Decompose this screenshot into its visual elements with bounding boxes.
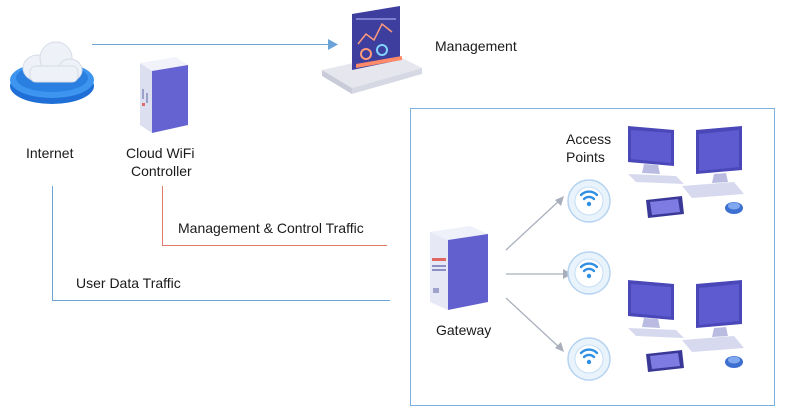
internet-to-management-line (92, 44, 330, 45)
wifi-access-point-icon (567, 337, 611, 381)
gateway-server-icon (430, 226, 488, 310)
computer-clients-icon (628, 280, 744, 372)
mgmt-traffic-horizontal-line (162, 245, 387, 246)
dashboard-icon (322, 6, 422, 94)
user-data-vertical-line (52, 186, 53, 301)
server-icon (140, 57, 188, 133)
access-points-label-line1: Access (566, 131, 612, 147)
mgmt-control-traffic-label: Management & Control Traffic (178, 220, 364, 236)
wifi-access-point-icon (567, 251, 611, 295)
local-network-box (410, 108, 775, 406)
controller-label-line1: Cloud WiFi (126, 145, 195, 161)
cloud-icon (10, 41, 94, 104)
user-data-horizontal-line (52, 300, 390, 301)
access-points-label-line2: Points (566, 149, 605, 165)
internet-label: Internet (26, 145, 74, 161)
management-label: Management (435, 38, 517, 54)
gateway-to-ap-arrows (505, 196, 572, 352)
computer-clients-icon (628, 126, 744, 218)
wifi-access-point-icon (567, 179, 611, 223)
mgmt-traffic-vertical-line (162, 186, 163, 246)
arrowhead-icon (328, 39, 338, 50)
user-data-traffic-label: User Data Traffic (76, 275, 181, 291)
controller-label-line2: Controller (131, 163, 192, 179)
gateway-label: Gateway (436, 322, 492, 338)
